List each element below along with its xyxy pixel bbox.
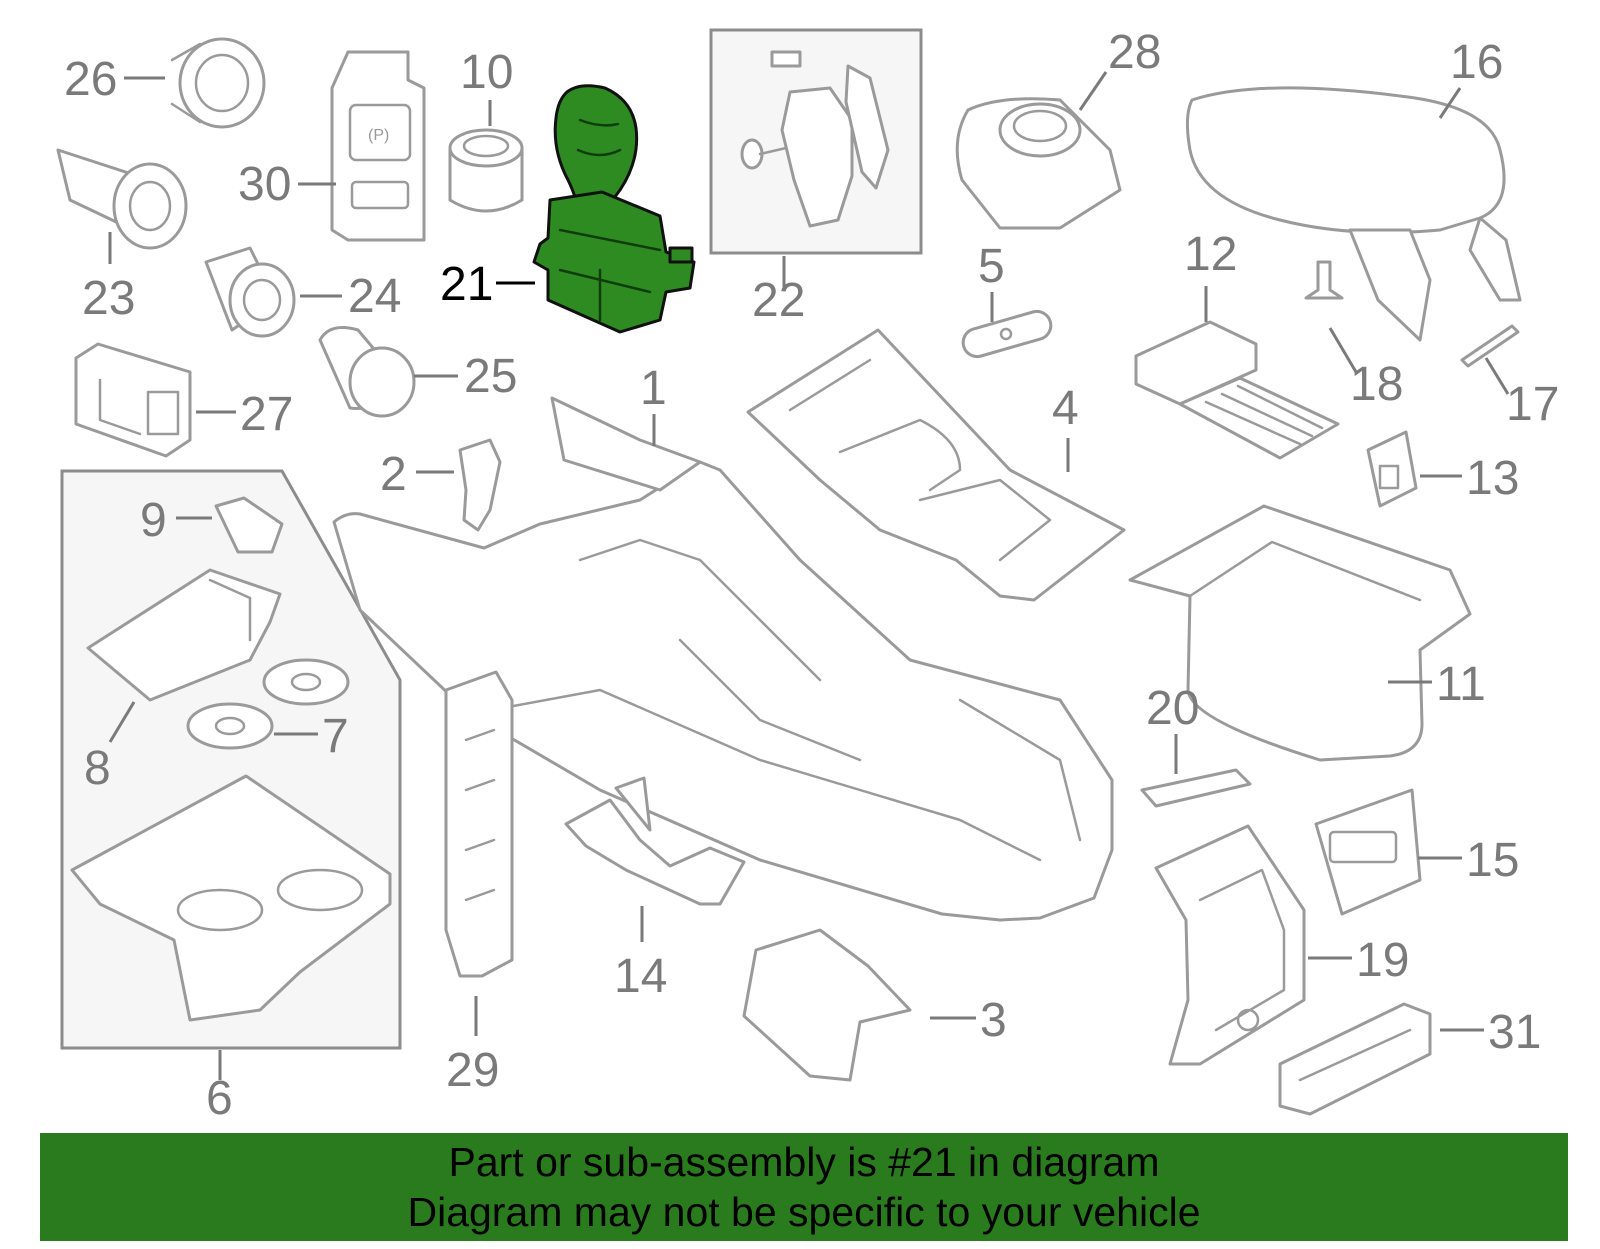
part-31-climate-control [1278,1002,1432,1116]
callout-20: 20 [1146,682,1199,735]
part-15-rear-vent [1314,788,1422,916]
callout-9: 9 [140,494,167,547]
part-13-switch [1366,430,1418,508]
callout-26: 26 [64,53,117,106]
info-banner: Part or sub-assembly is #21 in diagram D… [40,1133,1568,1241]
part-27-usb-module [74,342,192,458]
part-21-gear-selector-highlighted [532,84,696,334]
callout-22: 22 [752,274,805,327]
part-11-storage-bin [1128,504,1472,762]
callout-13: 13 [1466,452,1519,505]
part-2-bracket [458,438,502,532]
part-16-armrest [1185,86,1522,342]
callout-3: 3 [980,994,1007,1047]
callout-10: 10 [460,46,513,99]
part-18-clip [1304,260,1344,300]
svg-text:(P): (P) [368,127,389,144]
part-4-console-trim-panel [746,328,1126,602]
callout-12: 12 [1184,228,1237,281]
part-5-bezel [961,309,1053,359]
callout-25: 25 [464,350,517,403]
callout-7: 7 [322,710,349,763]
callout-18: 18 [1350,358,1403,411]
part-22-trim-kit [740,50,890,228]
part-24-ring [204,246,296,338]
callout-6: 6 [206,1072,233,1125]
callout-16: 16 [1450,36,1503,89]
part-10-knob [448,128,524,213]
callout-21: 21 [440,258,493,311]
part-28-idrive-controller [955,97,1122,230]
callout-15: 15 [1466,834,1519,887]
callout-19: 19 [1356,934,1409,987]
part-20-pad [1140,768,1252,808]
callout-17: 17 [1506,378,1559,431]
part-23-socket [56,148,188,250]
leader-lines [108,71,1510,1080]
callout-8: 8 [84,742,111,795]
callout-5: 5 [978,240,1005,293]
banner-line-2: Diagram may not be specific to your vehi… [407,1189,1201,1235]
part-12-tray [1134,320,1340,460]
part-1-center-console [332,396,1114,922]
callout-27: 27 [240,388,293,441]
part-8-storage-insert [86,568,282,702]
callout-28: 28 [1108,26,1161,79]
part-9-tray [214,496,284,554]
part-3-mount-bracket [742,928,912,1082]
part-30-switch: (P) [330,50,426,242]
callout-24: 24 [348,270,401,323]
part-25-cap [318,326,416,418]
part-29-switch-strip [444,670,514,978]
callout-2: 2 [380,448,407,501]
callout-23: 23 [82,272,135,325]
callout-30: 30 [238,158,291,211]
callout-4: 4 [1052,382,1079,435]
part-17-strip [1460,324,1520,368]
callout-labels: 26 30 10 21 22 23 24 25 27 28 16 12 5 18… [64,26,1559,1125]
callout-31: 31 [1488,1006,1541,1059]
part-6-cupholder-assembly [70,774,392,1022]
part-26-socket [170,37,266,129]
part-14-air-duct [564,776,746,906]
callout-1: 1 [640,362,667,415]
part-19-rear-panel [1154,824,1306,1066]
callout-29: 29 [446,1044,499,1097]
callout-14: 14 [614,950,667,1003]
callout-11: 11 [1436,658,1486,711]
banner-line-1: Part or sub-assembly is #21 in diagram [448,1139,1160,1185]
part-7-mats [186,658,350,750]
